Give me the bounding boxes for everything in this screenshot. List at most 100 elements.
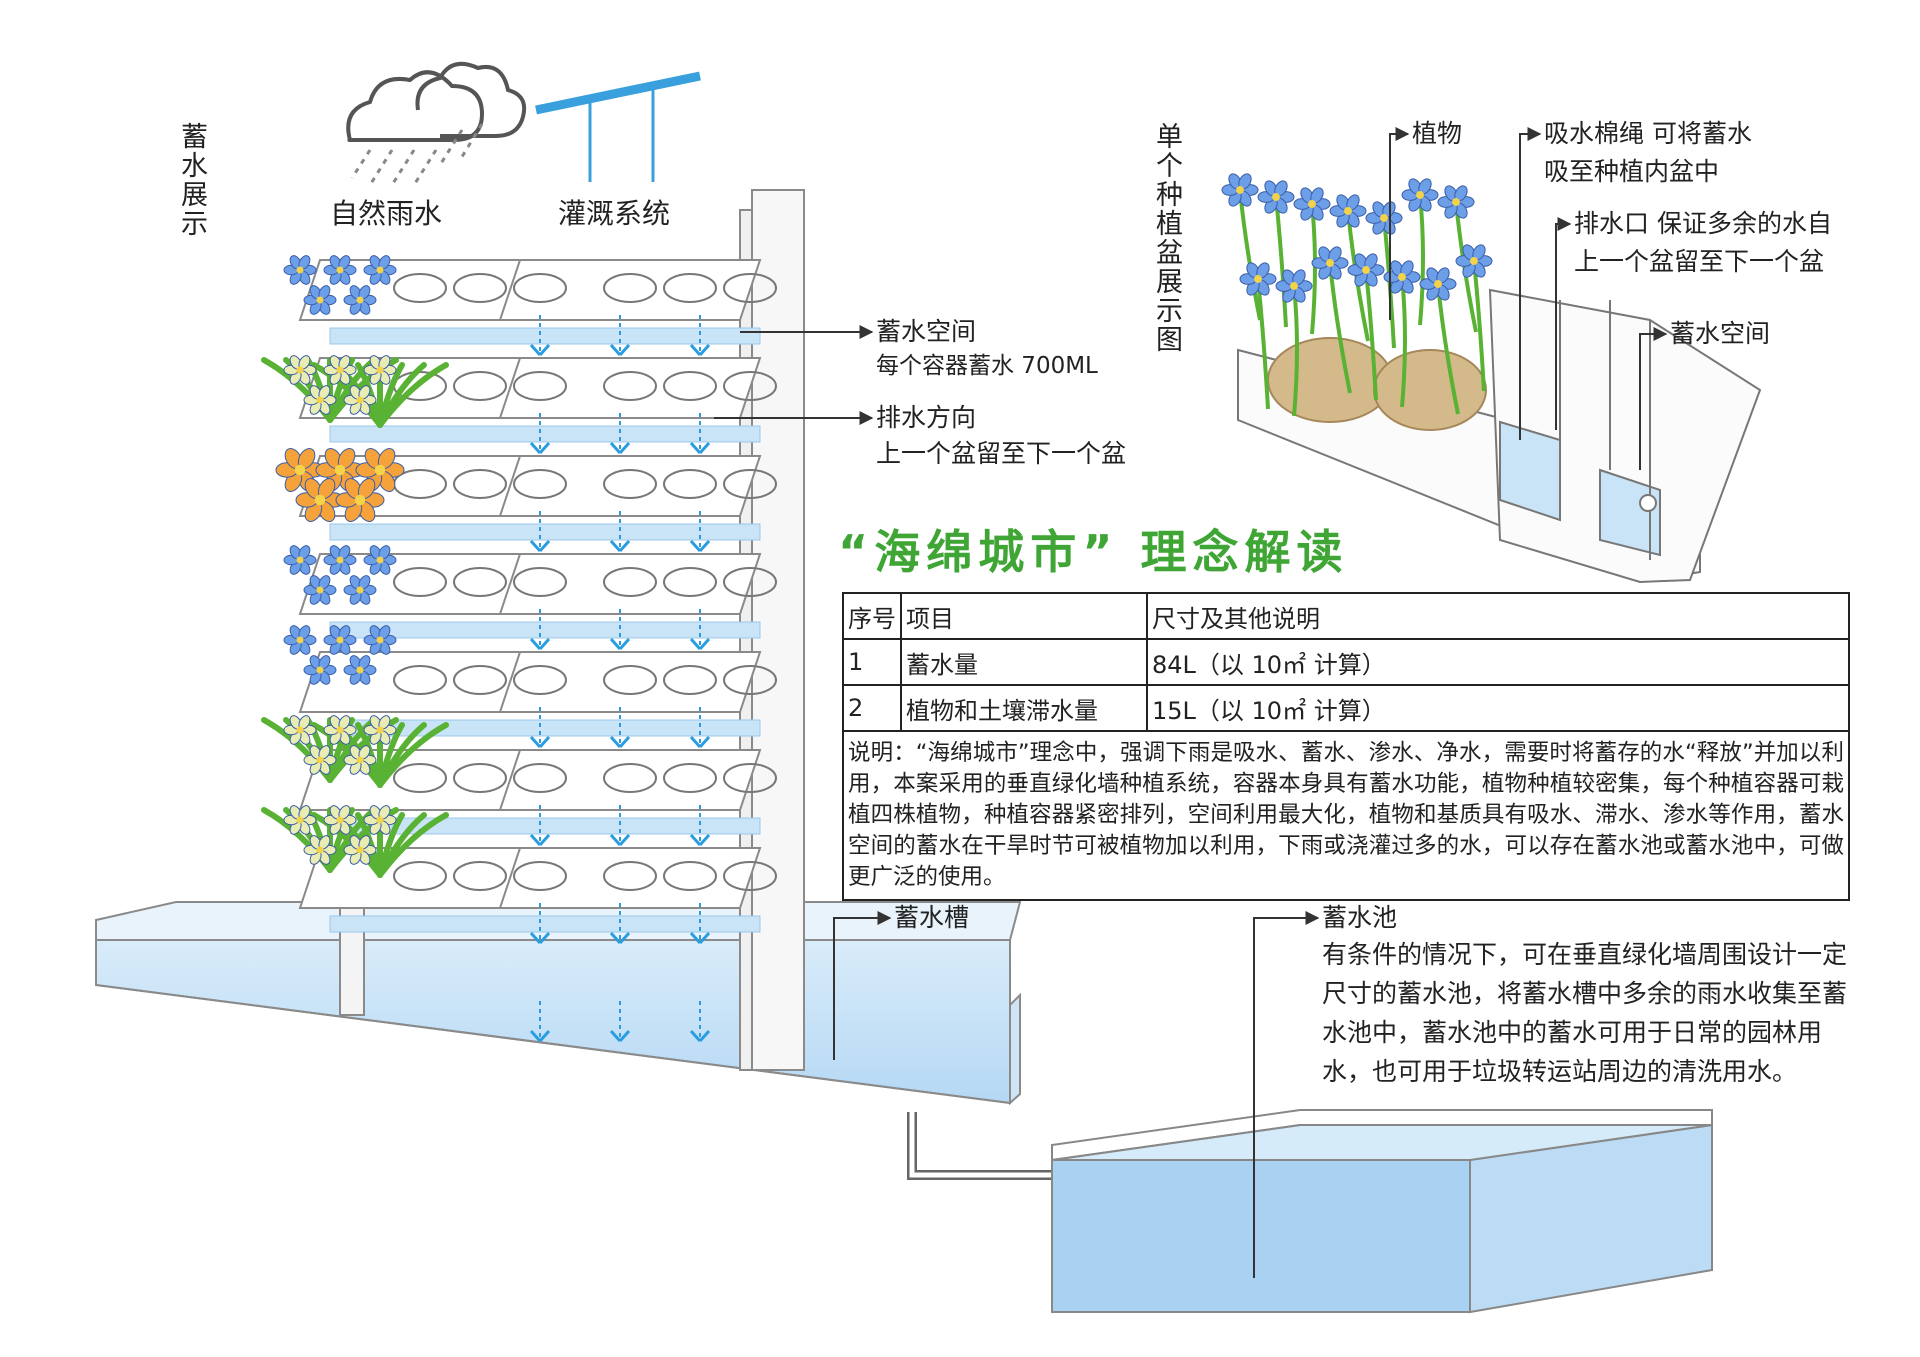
flower xyxy=(283,545,317,575)
basin-ring xyxy=(603,273,657,303)
flower xyxy=(1329,194,1367,228)
stem xyxy=(1292,285,1299,417)
stem xyxy=(1400,276,1407,408)
basin-ring xyxy=(393,665,447,695)
table-header-row: 序号 项目 尺寸及其他说明 xyxy=(842,592,1850,640)
drain-arrow xyxy=(609,833,631,847)
flower xyxy=(323,355,357,385)
basin-ring xyxy=(663,273,717,303)
flower xyxy=(343,835,377,865)
flower xyxy=(295,478,345,522)
drain-hole-note: 上一个盆留至下一个盆 xyxy=(1574,247,1825,276)
drain-arrow xyxy=(529,539,551,553)
drain-arrow xyxy=(689,931,711,945)
leaf xyxy=(377,362,449,428)
flower-center xyxy=(1326,259,1334,267)
wick-label: 吸水棉绳 可将蓄水 xyxy=(1544,119,1752,148)
flower xyxy=(343,385,377,415)
flower xyxy=(1275,269,1313,303)
basin-ring xyxy=(723,469,777,499)
flower xyxy=(1455,244,1493,278)
shelf-tray xyxy=(498,749,762,811)
flower xyxy=(323,545,357,575)
page-title: “海绵城市” 理念解读 xyxy=(838,525,1349,579)
flower xyxy=(323,255,357,285)
table-note: 说明：“海绵城市”理念中，强调下雨是吸水、蓄水、渗水、净水，需要时将蓄存的水“释… xyxy=(842,730,1850,901)
basin-ring xyxy=(393,763,447,793)
drain-arrow xyxy=(689,343,711,357)
basin-ring xyxy=(663,861,717,891)
basin-ring xyxy=(663,763,717,793)
stem xyxy=(1418,194,1425,326)
table-header-cell: 尺寸及其他说明 xyxy=(1146,592,1850,640)
basin-ring xyxy=(603,665,657,695)
drain-arrow xyxy=(529,833,551,847)
flower xyxy=(283,805,317,835)
table-cell: 84L（以 10㎡ 计算） xyxy=(1146,638,1850,686)
basin-ring xyxy=(723,763,777,793)
basin-ring xyxy=(603,371,657,401)
flower-center xyxy=(334,464,346,476)
drain-arrows xyxy=(529,315,711,1043)
shelf-tray xyxy=(498,651,762,713)
basin-ring xyxy=(723,273,777,303)
shelf-tray xyxy=(498,847,762,909)
flower-center xyxy=(294,464,306,476)
drain-arrow xyxy=(609,1029,631,1043)
flower xyxy=(323,625,357,655)
flower-center xyxy=(1362,266,1370,274)
natural-rain-label: 自然雨水 xyxy=(330,197,443,230)
flower xyxy=(323,715,357,745)
flower xyxy=(1437,185,1475,219)
flower-center xyxy=(356,296,364,304)
drain-arrow xyxy=(609,539,631,553)
drain-arrow xyxy=(689,1029,711,1043)
basin-ring xyxy=(453,763,507,793)
flower-center xyxy=(316,666,324,674)
pool-description: 有条件的情况下，可在垂直绿化墙周围设计一定尺寸的蓄水池，将蓄水槽中多余的雨水收集… xyxy=(1322,940,1848,1086)
spec-table: 序号 项目 尺寸及其他说明 1 蓄水量 84L（以 10㎡ 计算） 2 植物和土… xyxy=(842,592,1850,901)
leaf xyxy=(377,812,449,878)
drain-arrow xyxy=(529,735,551,749)
basin-ring xyxy=(723,371,777,401)
flower-center xyxy=(1380,214,1388,222)
basin-ring xyxy=(453,567,507,597)
flower-center xyxy=(336,266,344,274)
basin-ring xyxy=(663,371,717,401)
leaf xyxy=(377,722,449,788)
drain-arrow xyxy=(609,637,631,651)
flower xyxy=(303,745,337,775)
basin-ring xyxy=(453,273,507,303)
basin-ring xyxy=(603,567,657,597)
flower-center xyxy=(316,846,324,854)
flower xyxy=(343,285,377,315)
plant-column xyxy=(261,255,449,878)
drain-arrow xyxy=(689,637,711,651)
flower-center xyxy=(336,366,344,374)
basin-ring xyxy=(723,665,777,695)
pot-storage-space-label: 蓄水空间 xyxy=(1670,319,1771,348)
flower xyxy=(343,745,377,775)
flower xyxy=(363,355,397,385)
drain-arrow xyxy=(529,343,551,357)
flower-center xyxy=(316,396,324,404)
basin-ring xyxy=(663,665,717,695)
basin-ring xyxy=(513,371,567,401)
table-row: 2 植物和土壤滞水量 15L（以 10㎡ 计算） xyxy=(842,684,1850,732)
storage-showcase-label: 蓄水展示 xyxy=(176,122,207,238)
stem xyxy=(1310,203,1317,335)
drain-hole-label: 排水口 保证多余的水自 xyxy=(1574,209,1832,238)
basin-ring xyxy=(723,567,777,597)
drain-arrow xyxy=(689,539,711,553)
storage-space-label: 蓄水空间 xyxy=(876,317,977,346)
flower-center xyxy=(374,464,386,476)
flower-center xyxy=(356,756,364,764)
flower-center xyxy=(336,636,344,644)
flower xyxy=(283,255,317,285)
flower-center xyxy=(1344,207,1352,215)
basin-ring xyxy=(513,567,567,597)
flower xyxy=(363,715,397,745)
flower-center xyxy=(356,396,364,404)
flower-center xyxy=(296,636,304,644)
